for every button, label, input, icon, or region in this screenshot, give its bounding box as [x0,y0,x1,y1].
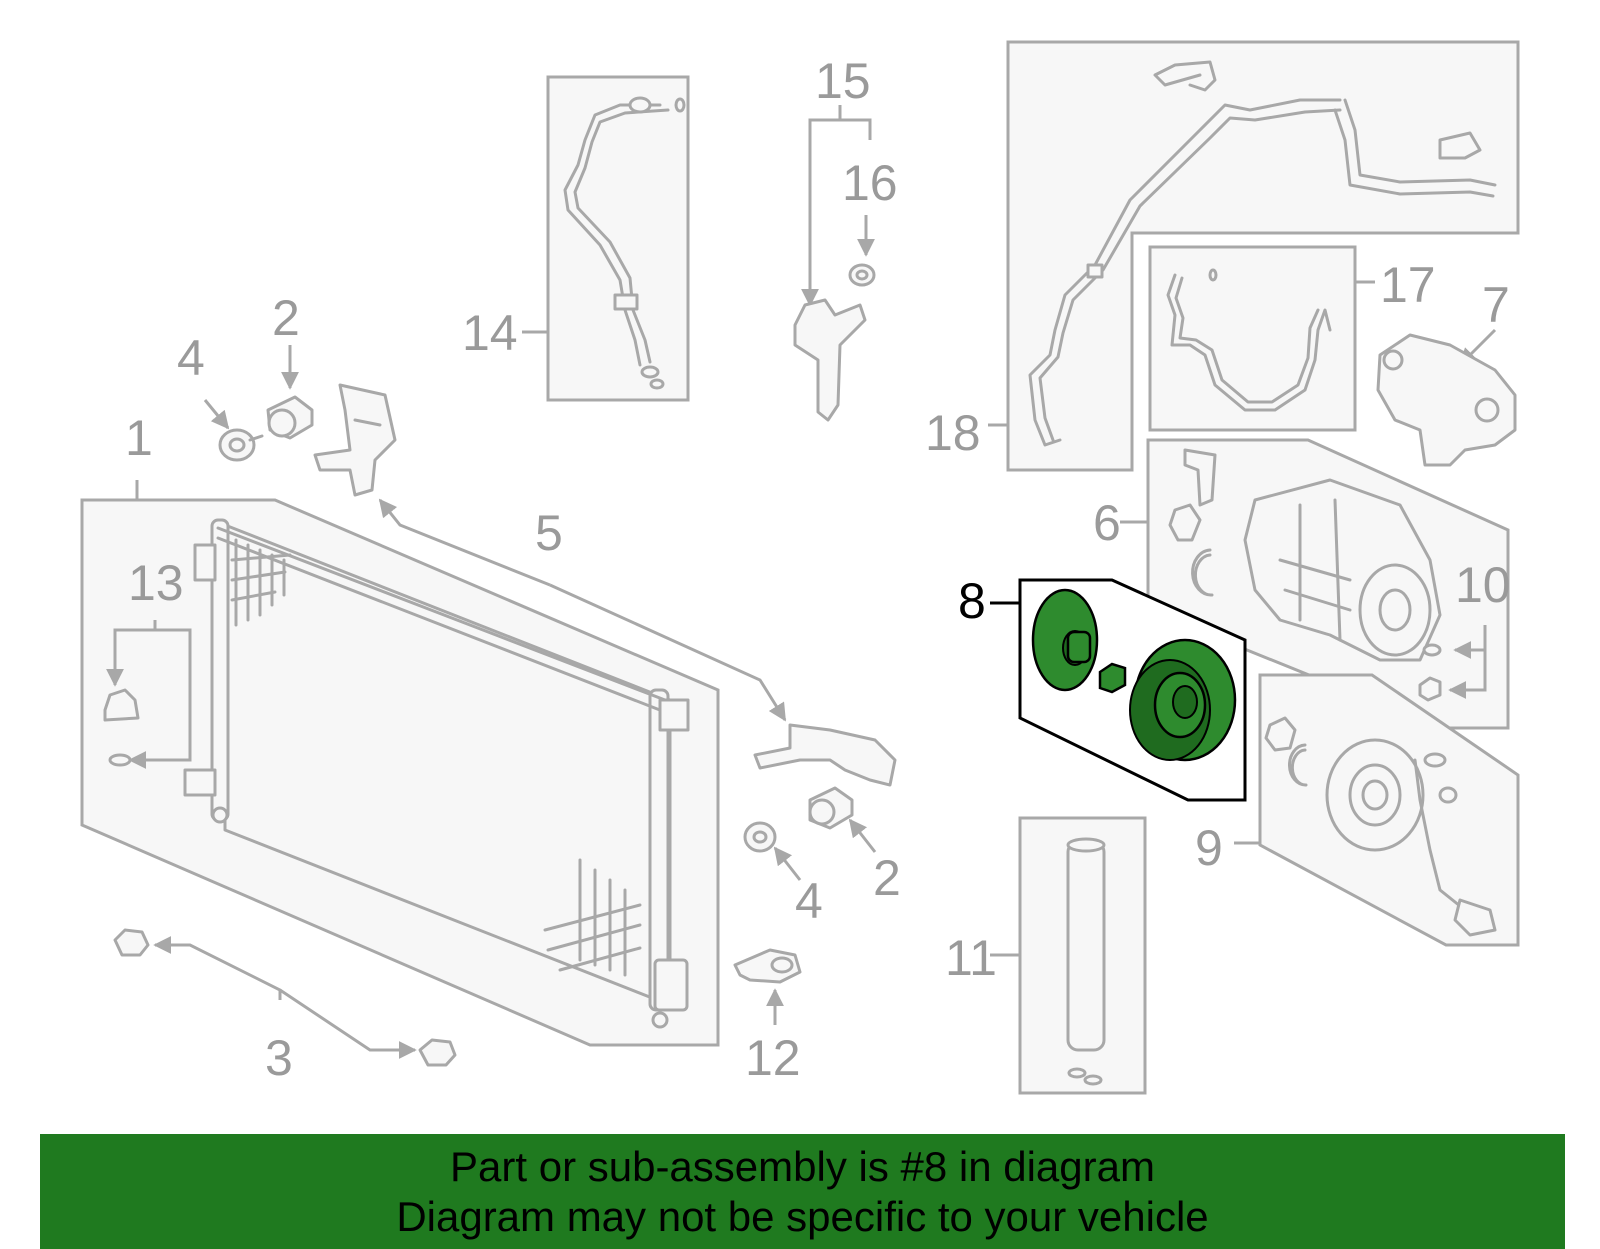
condenser-fins [230,538,292,627]
callout-3[interactable]: 3 [265,1030,293,1086]
callout-2[interactable]: 2 [272,290,300,346]
callout-4[interactable]: 4 [177,330,205,386]
callout-1[interactable]: 1 [125,410,153,466]
callout-11[interactable]: 11 [945,930,997,986]
callout-8[interactable]: 8 [958,573,986,629]
callout-13[interactable]: 13 [128,555,184,611]
callout-9[interactable]: 9 [1195,820,1223,876]
banner-line-2: Diagram may not be specific to your vehi… [396,1192,1209,1240]
pressure-switch-13 [103,620,192,769]
compressor-panel-6 [1120,438,1510,730]
receiver-panel-11 [990,816,1147,1095]
callout-5[interactable]: 5 [535,505,563,561]
leader-5 [378,498,787,722]
part-10 [1418,625,1487,702]
part-12 [733,948,802,1025]
mounts-3 [113,928,457,1067]
condenser-fins [543,858,642,977]
condenser-bracket [193,543,217,582]
lower-bracket [753,723,897,787]
callout-2[interactable]: 2 [873,850,901,906]
banner-line-1: Part or sub-assembly is #8 in diagram [450,1142,1155,1190]
clutch-snap-ring [1098,662,1127,694]
bolt-4-top [203,399,264,462]
info-banner: Part or sub-assembly is #8 in diagram Di… [40,1134,1565,1249]
callout-6[interactable]: 6 [1093,495,1121,551]
condenser-bracket [658,698,690,732]
hose-panel-17 [1148,245,1375,432]
condenser-bracket [183,768,217,797]
callout-15[interactable]: 15 [815,53,871,109]
coil-panel-9 [1234,673,1520,947]
callout-17[interactable]: 17 [1380,257,1436,313]
callout-16[interactable]: 16 [842,155,898,211]
callout-14[interactable]: 14 [462,305,518,361]
upper-bracket [313,383,397,497]
clutch-panel-8[interactable] [990,578,1247,802]
bracket-15 [793,105,876,422]
bracket-7 [1376,328,1517,467]
condenser-panel [80,480,720,1047]
hose-panel-14 [522,75,690,402]
callout-12[interactable]: 12 [745,1030,801,1086]
pipe-panel-18 [988,40,1520,472]
callout-10[interactable]: 10 [1455,557,1511,613]
receiver-block [653,958,689,1012]
callout-4[interactable]: 4 [795,873,823,929]
bolt-4-lower [743,821,802,881]
callout-18[interactable]: 18 [925,405,981,461]
bushing-2-top [266,345,314,440]
bushing-2-lower [808,786,877,853]
callout-7[interactable]: 7 [1482,277,1510,333]
